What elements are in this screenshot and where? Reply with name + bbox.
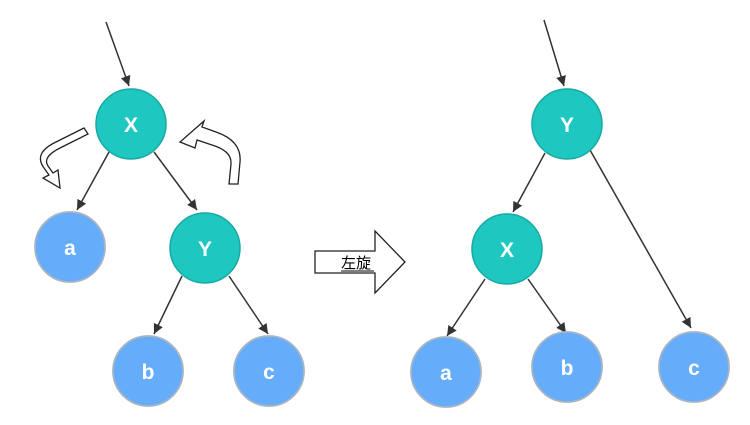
node-label: Y — [560, 114, 574, 137]
node-b: b — [531, 331, 603, 403]
node-label: c — [688, 357, 700, 380]
edge-root-to-x — [105, 21, 131, 87]
node-label: a — [440, 362, 452, 385]
node-label: a — [64, 237, 76, 260]
node-label: Y — [198, 238, 212, 261]
tree-before: X a Y b c — [34, 21, 305, 407]
edge-x-to-a — [446, 278, 486, 337]
rotate-arrow-left-icon — [39, 127, 89, 190]
rotate-arrow-right-icon — [178, 118, 241, 185]
edge-y-to-c — [228, 275, 269, 335]
node-label: c — [263, 361, 275, 384]
node-y: Y — [531, 88, 603, 160]
node-c: c — [233, 335, 305, 407]
node-a: a — [410, 336, 482, 408]
edge-root-to-y — [543, 19, 566, 87]
edge-y-to-b — [153, 275, 183, 335]
edge-y-to-c — [589, 149, 692, 329]
node-label: X — [500, 239, 514, 262]
node-c: c — [658, 331, 730, 403]
tree-after: Y X a b c — [410, 19, 730, 408]
node-b: b — [112, 335, 184, 407]
node-x: X — [95, 88, 167, 160]
node-label: b — [142, 361, 155, 384]
operation-arrow: 左旋 — [314, 229, 406, 295]
node-y: Y — [169, 212, 241, 284]
node-x: X — [471, 213, 543, 285]
edge-x-to-b — [527, 278, 567, 334]
operation-label: 左旋 — [341, 254, 371, 272]
edge-x-to-y — [153, 151, 198, 211]
edge-x-to-a — [76, 151, 110, 211]
block-arrow-right-icon — [314, 229, 406, 295]
node-label: X — [124, 114, 138, 137]
edge-y-to-x — [512, 152, 546, 213]
node-label: b — [561, 357, 574, 380]
node-a: a — [34, 211, 106, 283]
